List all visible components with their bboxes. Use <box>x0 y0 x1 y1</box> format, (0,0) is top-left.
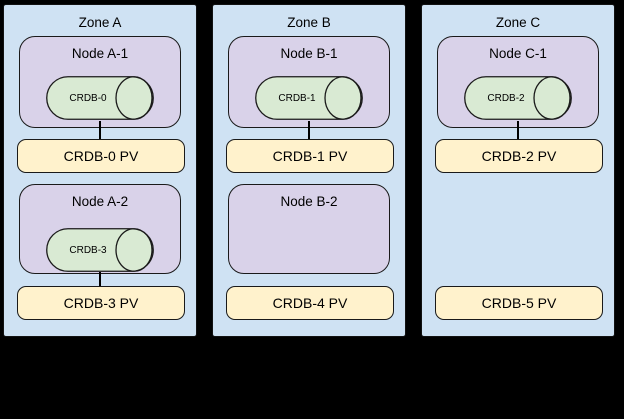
crdb-1-pod-label: CRDB-1 <box>278 92 316 104</box>
crdb-4-pv-box: CRDB-4 PV <box>226 286 394 320</box>
crdb-1-pod-cylinder: CRDB-1 <box>255 76 363 120</box>
connector-line <box>99 121 101 139</box>
crdb-5-pv-box: CRDB-5 PV <box>435 286 603 320</box>
cylinder-icon <box>46 76 154 120</box>
crdb-3-pod-label: CRDB-3 <box>69 244 107 256</box>
node-a2: Node A-2 CRDB-3 <box>19 184 181 274</box>
node-b2-title: Node B-2 <box>280 194 338 209</box>
crdb-3-pod-cylinder: CRDB-3 <box>46 228 154 272</box>
zone-c-title: Zone C <box>495 15 541 30</box>
node-a2-title: Node A-2 <box>71 194 129 209</box>
connector-line <box>99 272 101 286</box>
zone-a: Zone A Node A-1 CRDB-0 CRDB-0 PV Node A-… <box>3 4 197 337</box>
node-a1: Node A-1 CRDB-0 <box>19 36 181 128</box>
node-c1-title: Node C-1 <box>489 46 547 61</box>
crdb-3-pv-box: CRDB-3 PV <box>17 286 185 320</box>
zone-a-title: Zone A <box>78 15 122 30</box>
connector-line <box>517 121 519 139</box>
crdb-2-pv-box: CRDB-2 PV <box>435 139 603 173</box>
zone-b-title: Zone B <box>287 15 331 30</box>
node-a1-title: Node A-1 <box>71 46 129 61</box>
node-b1-title: Node B-1 <box>280 46 338 61</box>
crdb-0-pod-label: CRDB-0 <box>69 92 107 104</box>
zone-b: Zone B Node B-1 CRDB-1 CRDB-1 PV Node B-… <box>212 4 406 337</box>
cylinder-icon <box>46 228 154 272</box>
zone-c: Zone C Node C-1 CRDB-2 CRDB-2 PV CRDB-5 … <box>421 4 615 337</box>
connector-line <box>308 121 310 139</box>
cylinder-icon <box>464 76 572 120</box>
cylinder-icon <box>255 76 363 120</box>
node-b1: Node B-1 CRDB-1 <box>228 36 390 128</box>
crdb-1-pv-box: CRDB-1 PV <box>226 139 394 173</box>
node-b2: Node B-2 <box>228 184 390 274</box>
crdb-2-pod-label: CRDB-2 <box>487 92 525 104</box>
crdb-0-pv-box: CRDB-0 PV <box>17 139 185 173</box>
crdb-0-pod-cylinder: CRDB-0 <box>46 76 154 120</box>
node-c1: Node C-1 CRDB-2 <box>437 36 599 128</box>
crdb-2-pod-cylinder: CRDB-2 <box>464 76 572 120</box>
